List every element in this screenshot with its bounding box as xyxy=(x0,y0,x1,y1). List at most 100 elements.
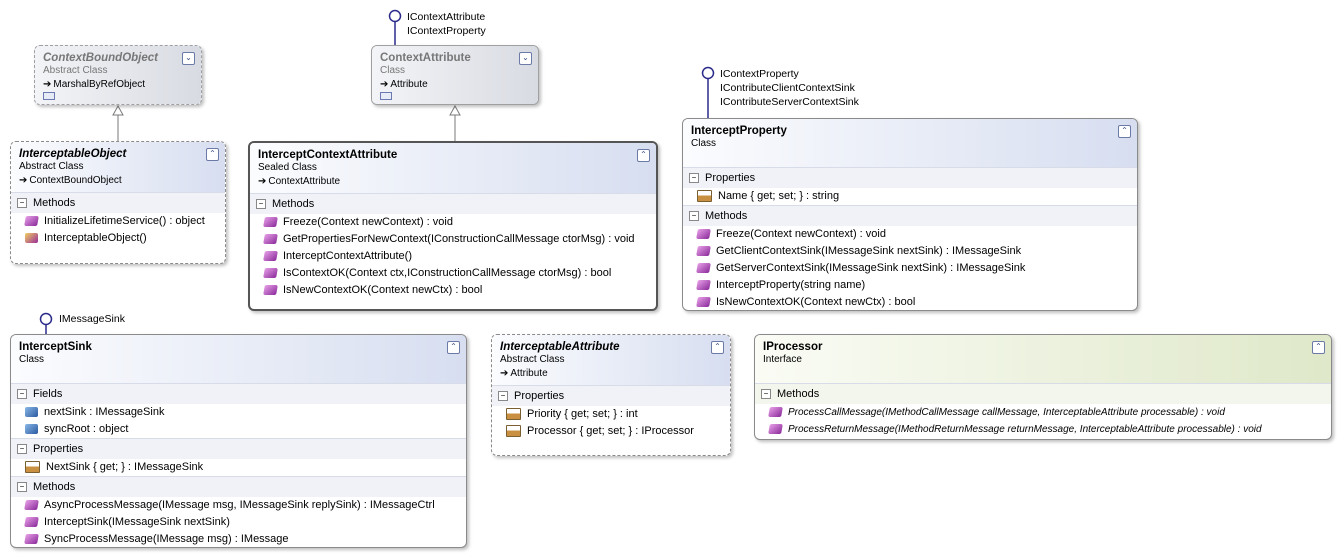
member-method[interactable]: GetServerContextSink(IMessageSink nextSi… xyxy=(683,260,1137,277)
collapse-minus-icon[interactable]: − xyxy=(17,389,27,400)
class-header: InterceptableObject Abstract Class ➔Cont… xyxy=(11,142,225,192)
interface-name: IProcessor xyxy=(763,341,823,353)
collapse-minus-icon[interactable]: − xyxy=(761,389,771,400)
class-name: ContextAttribute xyxy=(380,52,471,64)
class-header: ContextBoundObject Abstract Class ➔Marsh… xyxy=(35,46,201,104)
method-icon xyxy=(24,534,39,545)
member-method[interactable]: InterceptProperty(string name) xyxy=(683,277,1137,294)
section-methods[interactable]: −Methods xyxy=(683,205,1137,226)
class-context-bound-object[interactable]: ContextBoundObject Abstract Class ➔Marsh… xyxy=(34,45,202,105)
class-kind: Class xyxy=(380,65,406,76)
class-kind: Class xyxy=(19,354,45,365)
expand-chevron-icon[interactable]: ⌄ xyxy=(182,52,195,65)
member-constructor[interactable]: InterceptableObject() xyxy=(11,230,225,247)
method-icon xyxy=(24,500,39,511)
interface-label: IContextProperty xyxy=(407,25,486,37)
member-method[interactable]: SyncProcessMessage(IMessage msg) : IMess… xyxy=(11,531,466,547)
member-method[interactable]: Freeze(Context newContext) : void xyxy=(683,226,1137,243)
class-intercept-property[interactable]: InterceptProperty Class ⌃ −Properties Na… xyxy=(682,118,1138,311)
property-icon xyxy=(697,190,712,203)
class-interceptable-attribute[interactable]: InterceptableAttribute Abstract Class ➔A… xyxy=(491,334,731,456)
intercept-property-interfaces: IContextProperty IContributeClientContex… xyxy=(720,67,859,109)
member-method[interactable]: GetPropertiesForNewContext(IConstruction… xyxy=(250,231,656,248)
collapse-minus-icon[interactable]: − xyxy=(689,173,699,184)
collapsed-members-icon[interactable] xyxy=(380,92,392,100)
lollipop-circle-context-attribute xyxy=(388,9,402,23)
member-method[interactable]: InterceptContextAttribute() xyxy=(250,248,656,265)
field-icon xyxy=(25,424,38,435)
method-icon xyxy=(263,234,278,245)
class-context-attribute[interactable]: ContextAttribute Class ➔Attribute ⌄ xyxy=(371,45,539,105)
member-field[interactable]: syncRoot : object xyxy=(11,421,466,438)
method-icon xyxy=(24,517,39,528)
method-icon xyxy=(696,246,711,257)
base-class: ➔MarshalByRefObject xyxy=(43,79,146,90)
lollipop-circle-intercept-sink xyxy=(39,312,53,326)
member-property[interactable]: Priority { get; set; } : int xyxy=(492,406,730,423)
class-header: InterceptableAttribute Abstract Class ➔A… xyxy=(492,335,730,385)
interface-iprocessor[interactable]: IProcessor Interface ⌃ −Methods ProcessC… xyxy=(754,334,1332,440)
base-class: ➔Attribute xyxy=(500,368,548,379)
member-method[interactable]: IsContextOK(Context ctx,IConstructionCal… xyxy=(250,265,656,282)
interface-kind: Interface xyxy=(763,354,802,365)
collapse-minus-icon[interactable]: − xyxy=(17,444,27,455)
inheritance-arrow-interceptable-object xyxy=(112,104,124,116)
method-icon xyxy=(263,285,278,296)
class-name: ContextBoundObject xyxy=(43,52,158,64)
class-kind: Sealed Class xyxy=(258,162,317,173)
member-property[interactable]: Processor { get; set; } : IProcessor xyxy=(492,423,730,440)
section-methods[interactable]: −Methods xyxy=(755,383,1331,404)
section-properties[interactable]: −Properties xyxy=(683,167,1137,188)
collapse-minus-icon[interactable]: − xyxy=(256,199,266,210)
class-name: InterceptProperty xyxy=(691,125,787,137)
method-icon xyxy=(263,217,278,228)
class-kind: Abstract Class xyxy=(43,65,108,76)
member-method[interactable]: ProcessReturnMessage(IMethodReturnMessag… xyxy=(755,421,1331,438)
member-method[interactable]: InterceptSink(IMessageSink nextSink) xyxy=(11,514,466,531)
section-properties[interactable]: −Properties xyxy=(11,438,466,459)
method-icon xyxy=(696,263,711,274)
class-intercept-sink[interactable]: InterceptSink Class ⌃ −Fields nextSink :… xyxy=(10,334,467,548)
section-fields[interactable]: −Fields xyxy=(11,383,466,404)
collapse-chevron-icon[interactable]: ⌃ xyxy=(1312,341,1325,354)
expand-chevron-icon[interactable]: ⌄ xyxy=(519,52,532,65)
class-intercept-context-attribute[interactable]: InterceptContextAttribute Sealed Class ➔… xyxy=(248,141,658,311)
interface-label: IContributeServerContextSink xyxy=(720,96,859,108)
inherit-arrow-icon: ➔ xyxy=(380,79,389,90)
collapse-chevron-icon[interactable]: ⌃ xyxy=(206,148,219,161)
section-methods[interactable]: −Methods xyxy=(250,193,656,214)
class-interceptable-object[interactable]: InterceptableObject Abstract Class ➔Cont… xyxy=(10,141,226,264)
member-method[interactable]: InitializeLifetimeService() : object xyxy=(11,213,225,230)
member-method[interactable]: Freeze(Context newContext) : void xyxy=(250,214,656,231)
member-method[interactable]: GetClientContextSink(IMessageSink nextSi… xyxy=(683,243,1137,260)
member-method[interactable]: IsNewContextOK(Context newCtx) : bool xyxy=(683,294,1137,310)
class-kind: Abstract Class xyxy=(19,161,84,172)
section-methods[interactable]: −Methods xyxy=(11,476,466,497)
member-method[interactable]: ProcessCallMessage(IMethodCallMessage ca… xyxy=(755,404,1331,421)
collapse-chevron-icon[interactable]: ⌃ xyxy=(637,149,650,162)
collapse-chevron-icon[interactable]: ⌃ xyxy=(447,341,460,354)
collapse-minus-icon[interactable]: − xyxy=(17,198,27,209)
collapse-minus-icon[interactable]: − xyxy=(17,482,27,493)
collapse-chevron-icon[interactable]: ⌃ xyxy=(711,341,724,354)
method-icon xyxy=(768,424,783,435)
field-icon xyxy=(25,407,38,418)
property-icon xyxy=(25,461,40,474)
member-field[interactable]: nextSink : IMessageSink xyxy=(11,404,466,421)
interface-header: IProcessor Interface ⌃ xyxy=(755,335,1331,383)
collapse-chevron-icon[interactable]: ⌃ xyxy=(1118,125,1131,138)
member-method[interactable]: IsNewContextOK(Context newCtx) : bool xyxy=(250,282,656,299)
collapse-minus-icon[interactable]: − xyxy=(498,391,508,402)
member-method[interactable]: AsyncProcessMessage(IMessage msg, IMessa… xyxy=(11,497,466,514)
base-class: ➔Attribute xyxy=(380,79,428,90)
member-property[interactable]: NextSink { get; } : IMessageSink xyxy=(11,459,466,476)
method-icon xyxy=(696,297,711,308)
collapse-minus-icon[interactable]: − xyxy=(689,211,699,222)
section-properties[interactable]: −Properties xyxy=(492,385,730,406)
section-methods[interactable]: −Methods xyxy=(11,192,225,213)
context-attribute-interfaces: IContextAttribute IContextProperty xyxy=(407,10,486,38)
method-icon xyxy=(263,268,278,279)
collapsed-members-icon[interactable] xyxy=(43,92,55,100)
inherit-arrow-icon: ➔ xyxy=(43,79,52,90)
member-property[interactable]: Name { get; set; } : string xyxy=(683,188,1137,205)
